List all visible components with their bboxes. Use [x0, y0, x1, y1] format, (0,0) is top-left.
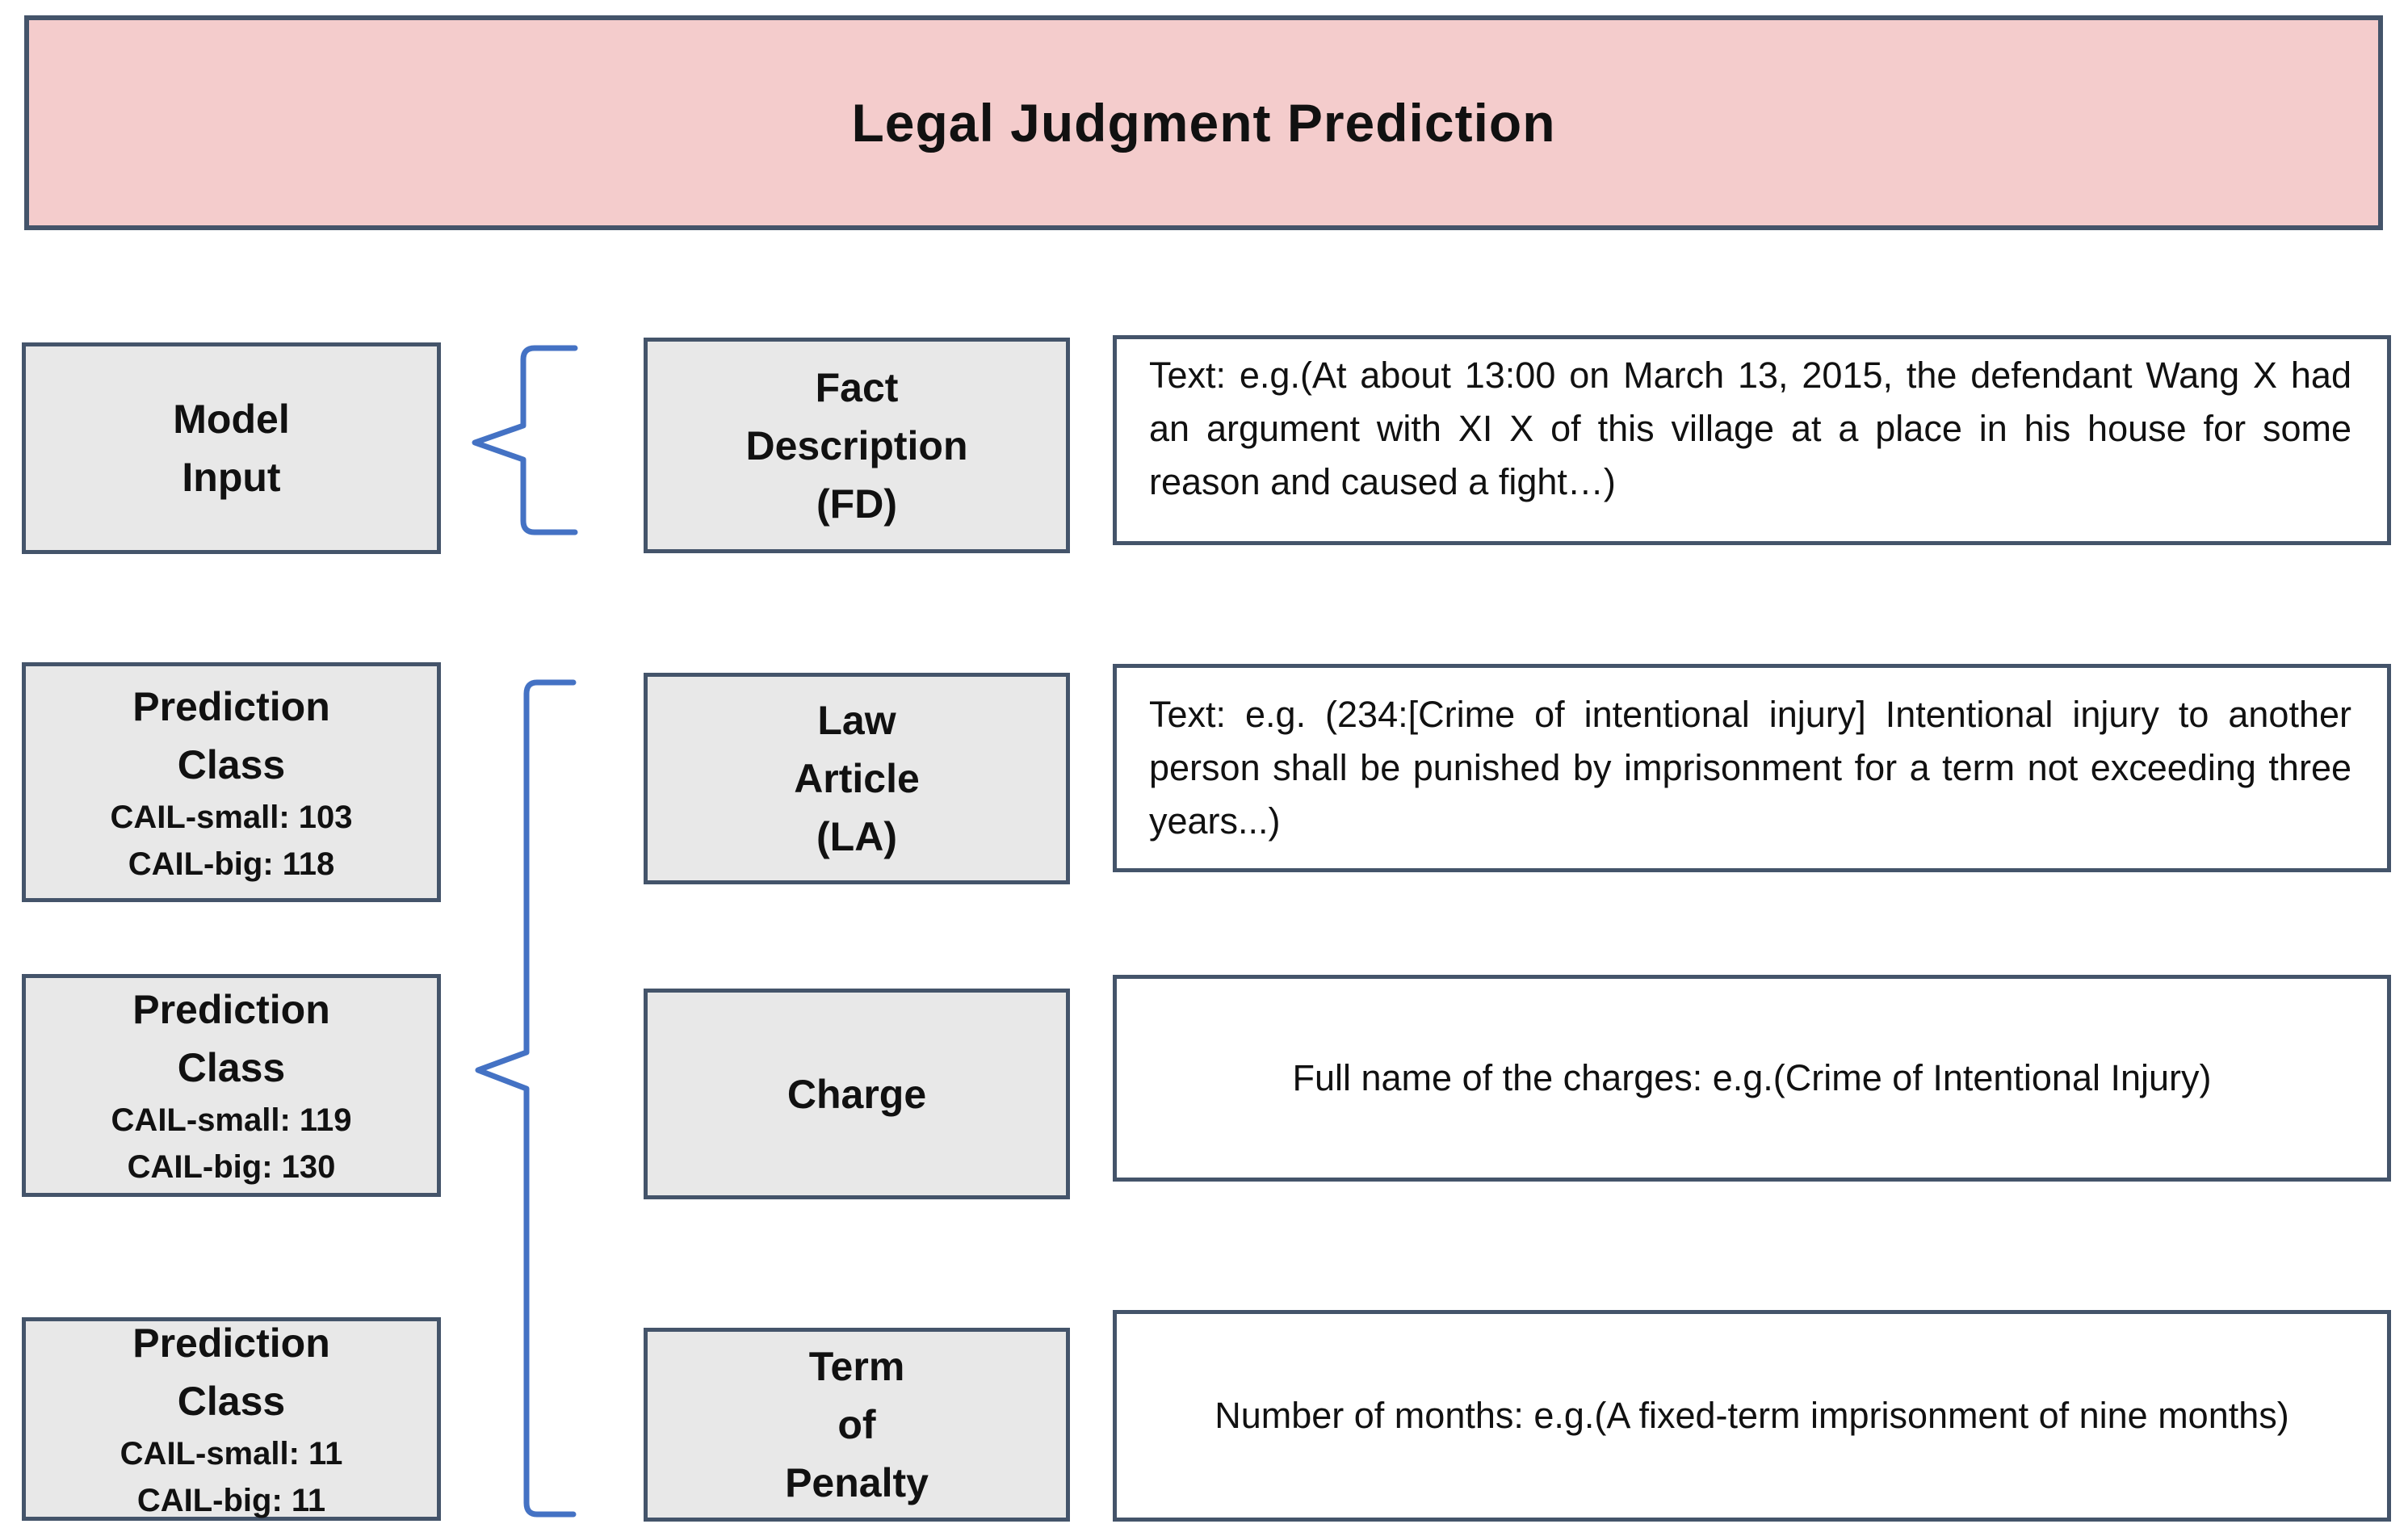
la-example-text: Text: e.g. (234:[Crime of intentional in… — [1149, 694, 2351, 842]
pc2-cail-small: CAIL-small: 119 — [111, 1102, 352, 1138]
law-article-box: Law Article (LA) — [644, 673, 1070, 884]
fd-label-line1: Fact — [815, 364, 899, 410]
charge-box: Charge — [644, 989, 1070, 1199]
term-of-penalty-box: Term of Penalty — [644, 1328, 1070, 1522]
top-label-line3: Penalty — [785, 1460, 929, 1505]
pc3-cail-small: CAIL-small: 11 — [120, 1436, 343, 1472]
prediction-class-box-2: Prediction Class CAIL-small: 119 CAIL-bi… — [22, 974, 441, 1197]
top-label-line1: Term — [808, 1344, 905, 1389]
pc2-label-line1: Prediction — [132, 987, 330, 1032]
fd-label-line3: (FD) — [816, 481, 897, 527]
penalty-example-box: Number of months: e.g.(A fixed-term impr… — [1113, 1310, 2391, 1522]
pc1-label-line1: Prediction — [132, 683, 330, 729]
pc3-label-line2: Class — [177, 1379, 286, 1424]
title-banner: Legal Judgment Prediction — [24, 15, 2383, 230]
penalty-example-text: Number of months: e.g.(A fixed-term impr… — [1214, 1395, 2289, 1436]
fd-example-box: Text: e.g.(At about 13:00 on March 13, 2… — [1113, 335, 2391, 545]
la-label-line1: Law — [817, 698, 896, 743]
pc2-cail-big: CAIL-big: 130 — [127, 1149, 336, 1185]
brace-large-icon — [475, 679, 577, 1518]
pc2-label-line2: Class — [177, 1045, 286, 1090]
fd-label-line2: Description — [745, 422, 968, 468]
pc1-cail-small: CAIL-small: 103 — [110, 799, 353, 835]
prediction-class-box-1: Prediction Class CAIL-small: 103 CAIL-bi… — [22, 662, 441, 902]
page-title: Legal Judgment Prediction — [851, 93, 1556, 153]
pc1-cail-big: CAIL-big: 118 — [128, 846, 335, 882]
pc1-label-line2: Class — [177, 741, 286, 787]
model-input-label-line1: Model — [173, 397, 290, 442]
charge-label: Charge — [787, 1071, 927, 1117]
la-example-box: Text: e.g. (234:[Crime of intentional in… — [1113, 664, 2391, 872]
pc3-cail-big: CAIL-big: 11 — [136, 1483, 326, 1518]
la-label-line3: (LA) — [816, 814, 897, 859]
fd-example-text: Text: e.g.(At about 13:00 on March 13, 2… — [1149, 355, 2351, 502]
fact-description-box: Fact Description (FD) — [644, 338, 1070, 553]
pc3-label-line1: Prediction — [132, 1320, 330, 1366]
charge-example-text: Full name of the charges: e.g.(Crime of … — [1292, 1057, 2212, 1098]
top-label-line2: of — [837, 1402, 876, 1447]
model-input-label-line2: Input — [182, 455, 281, 500]
charge-example-box: Full name of the charges: e.g.(Crime of … — [1113, 975, 2391, 1182]
brace-small-icon — [472, 345, 578, 535]
model-input-box: Model Input — [22, 342, 441, 554]
la-label-line2: Article — [794, 756, 920, 801]
prediction-class-box-3: Prediction Class CAIL-small: 11 CAIL-big… — [22, 1317, 441, 1521]
